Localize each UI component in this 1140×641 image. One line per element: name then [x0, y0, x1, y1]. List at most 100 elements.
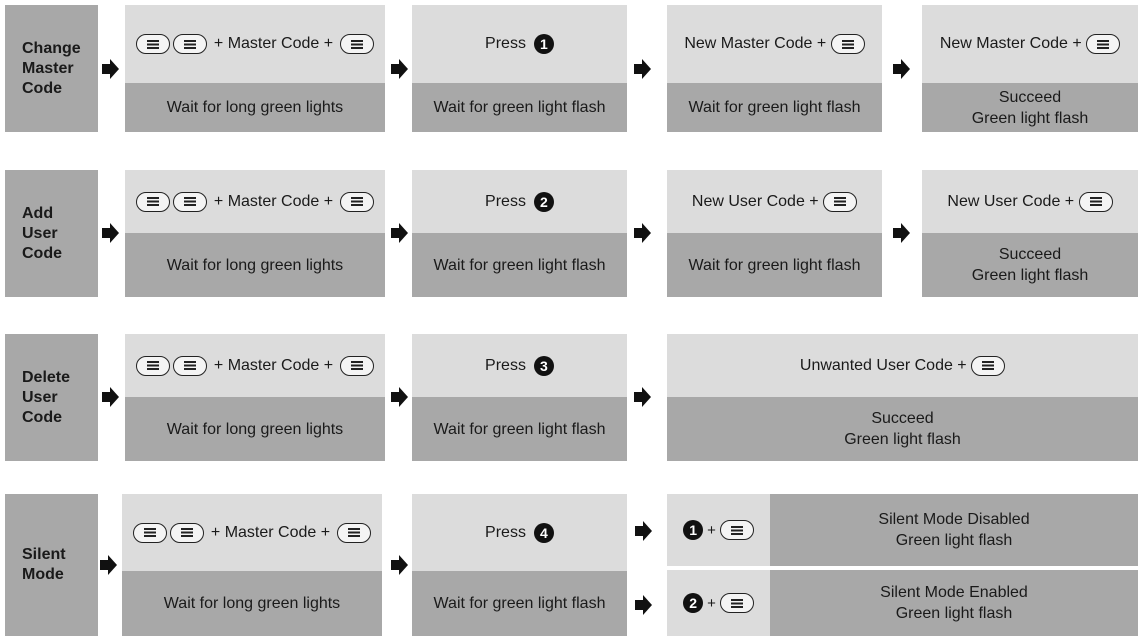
step1-wait: Wait for long green lights	[125, 397, 385, 461]
wait-text: Wait for green light flash	[433, 595, 606, 612]
step4-instruction: New Master Code +	[922, 5, 1138, 83]
step2-wait: Wait for green light flash	[412, 83, 627, 132]
row-label-line: Silent	[22, 546, 66, 563]
step-text: New Master Code +	[684, 35, 827, 52]
menu-button-icon	[1086, 34, 1121, 54]
step3-instruction: New Master Code +	[667, 5, 882, 83]
green-flash-text: Green light flash	[895, 532, 1013, 549]
step1-instruction: + Master Code +	[125, 5, 385, 83]
row-label-delete-user-code: Delete User Code	[5, 334, 98, 461]
wait-text: Wait for long green lights	[166, 99, 344, 116]
row-label-line: Code	[22, 79, 62, 97]
row-label-add-user-code: Add User Code	[5, 170, 98, 297]
menu-button-icon	[135, 34, 170, 54]
row-label-line: Change	[22, 39, 81, 57]
menu-button-icon	[169, 522, 204, 543]
row-label-line: User	[22, 388, 58, 406]
number-1-icon: 1	[533, 34, 554, 54]
press-text: Press	[485, 356, 526, 374]
green-flash-text: Green light flash	[971, 109, 1089, 127]
step2-instruction: Press 1	[412, 5, 627, 83]
green-flash-text: Green light flash	[895, 605, 1013, 622]
step-text: New User Code +	[691, 192, 819, 210]
step3-instruction: New User Code +	[667, 170, 882, 233]
master-code-text: + Master Code +	[210, 523, 331, 541]
wait-text: Wait for green light flash	[433, 420, 606, 438]
step3-wait: Wait for green light flash	[667, 83, 882, 132]
wait-text: Wait for green light flash	[433, 256, 606, 274]
step2-instruction: Press 4	[412, 494, 627, 571]
row-label-line: User	[22, 224, 58, 242]
silent-option-disabled-keys: 1 +	[667, 494, 770, 566]
menu-button-icon	[172, 34, 207, 54]
menu-button-icon	[1078, 191, 1113, 212]
menu-button-icon	[172, 191, 207, 212]
step3-instruction: Unwanted User Code +	[667, 334, 1138, 397]
menu-button-icon	[172, 355, 207, 376]
step1-wait: Wait for long green lights	[122, 571, 382, 636]
step2-instruction: Press 2	[412, 170, 627, 233]
menu-button-icon	[135, 191, 170, 212]
wait-text: Wait for long green lights	[163, 595, 341, 612]
row-label-line: Code	[22, 244, 62, 262]
menu-button-icon	[340, 34, 375, 54]
wait-text: Wait for long green lights	[166, 420, 344, 438]
step1-instruction: + Master Code +	[125, 334, 385, 397]
menu-button-icon	[719, 593, 754, 613]
green-flash-text: Green light flash	[844, 431, 961, 448]
row-label-line: Add	[22, 204, 54, 222]
press-text: Press	[485, 35, 526, 52]
number-2-icon: 2	[533, 191, 554, 212]
step4-result: Succeed Green light flash	[922, 83, 1138, 132]
menu-button-icon	[340, 191, 375, 212]
press-text: Press	[485, 523, 526, 541]
menu-button-icon	[971, 355, 1006, 376]
step1-wait: Wait for long green lights	[125, 83, 385, 132]
step3-result: Succeed Green light flash	[667, 397, 1138, 461]
master-code-text: + Master Code +	[213, 192, 334, 210]
menu-button-icon	[135, 355, 170, 376]
number-2-icon: 2	[683, 593, 704, 613]
menu-button-icon	[823, 191, 858, 212]
row-label-silent-mode: Silent Mode	[5, 494, 98, 636]
master-code-text: + Master Code +	[213, 35, 334, 52]
step2-wait: Wait for green light flash	[412, 397, 627, 461]
succeed-text: Succeed	[998, 246, 1062, 263]
silent-option-enabled-keys: 2 +	[667, 570, 770, 636]
menu-button-icon	[340, 355, 375, 376]
plus-sign: +	[707, 594, 716, 612]
number-4-icon: 4	[533, 522, 554, 543]
wait-text: Wait for long green lights	[166, 256, 344, 274]
menu-button-icon	[132, 522, 167, 543]
silent-option-disabled-result: Silent Mode Disabled Green light flash	[770, 494, 1138, 566]
step-text: Unwanted User Code +	[799, 356, 967, 374]
row-label-line: Delete	[22, 368, 71, 386]
row-label-line: Code	[22, 408, 62, 426]
menu-button-icon	[719, 520, 754, 540]
step2-wait: Wait for green light flash	[412, 233, 627, 297]
row-label-line: Mode	[22, 566, 64, 583]
green-flash-text: Green light flash	[971, 267, 1089, 284]
step-text: New Master Code +	[939, 35, 1082, 52]
number-1-icon: 1	[683, 520, 704, 540]
step1-instruction: + Master Code +	[125, 170, 385, 233]
wait-text: Wait for green light flash	[433, 99, 606, 116]
step4-instruction: New User Code +	[922, 170, 1138, 233]
step-text: New User Code +	[947, 192, 1075, 210]
plus-sign: +	[707, 521, 716, 539]
succeed-text: Succeed	[998, 88, 1062, 106]
menu-button-icon	[337, 522, 372, 543]
silent-mode-text: Silent Mode Disabled	[878, 511, 1030, 528]
succeed-text: Succeed	[871, 410, 934, 427]
step1-instruction: + Master Code +	[122, 494, 382, 571]
silent-option-enabled-result: Silent Mode Enabled Green light flash	[770, 570, 1138, 636]
menu-button-icon	[830, 34, 865, 54]
number-3-icon: 3	[533, 355, 554, 376]
wait-text: Wait for green light flash	[688, 99, 861, 116]
step1-wait: Wait for long green lights	[125, 233, 385, 297]
press-text: Press	[485, 192, 526, 210]
step2-wait: Wait for green light flash	[412, 571, 627, 636]
wait-text: Wait for green light flash	[688, 256, 861, 274]
silent-mode-text: Silent Mode Enabled	[880, 584, 1028, 601]
row-label-line: Master	[22, 59, 74, 77]
